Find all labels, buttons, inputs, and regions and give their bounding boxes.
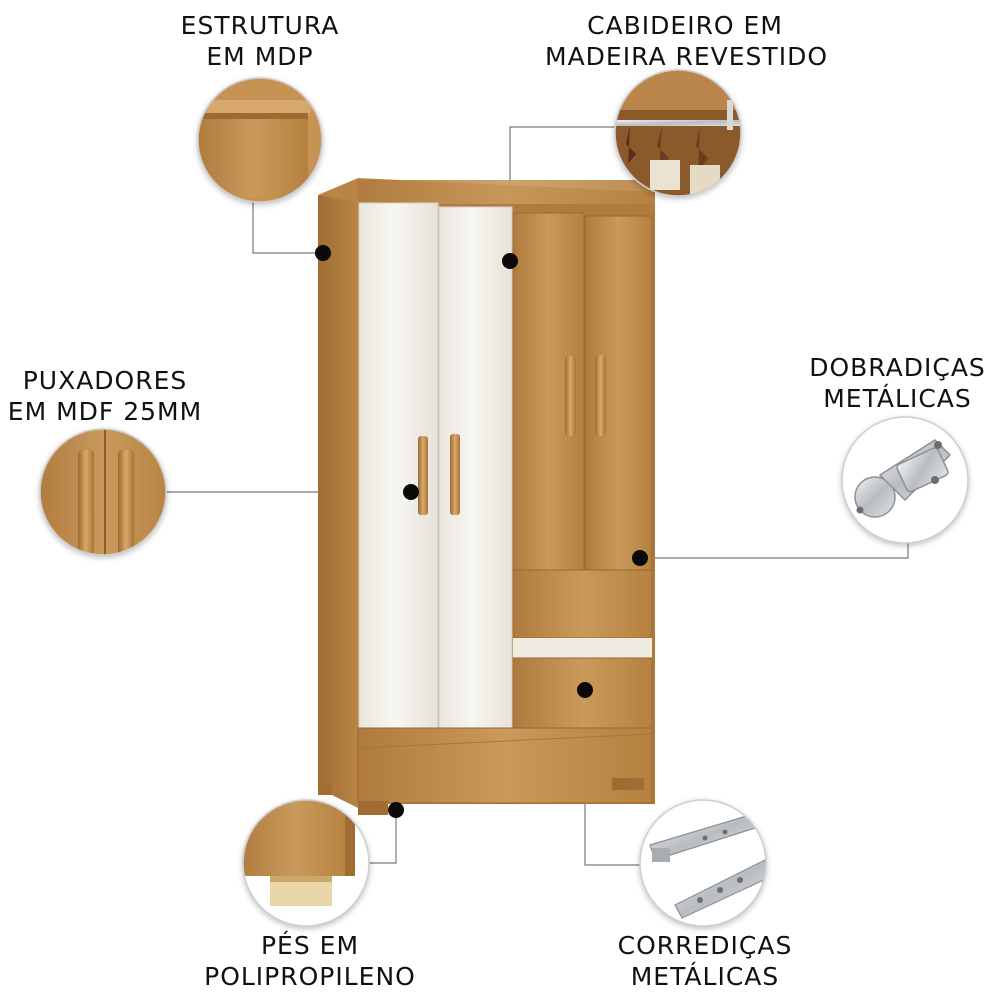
label-corredicas-line2: METÁLICAS (630, 962, 780, 991)
wardrobe-side-panel (318, 182, 358, 808)
wardrobe-foot-right (612, 778, 644, 790)
drawer-upper (512, 569, 653, 639)
dot-puxadores (403, 484, 419, 500)
detail-circle-estrutura (197, 77, 323, 203)
white-door-right (438, 206, 513, 741)
wardrobe-foot-left (358, 801, 388, 815)
wardrobe (318, 178, 655, 815)
callout-line-pes (369, 810, 397, 864)
dot-estrutura (315, 245, 331, 261)
callout-line-dobradicas (640, 542, 909, 559)
handle-white-left (418, 436, 428, 515)
callout-dots (315, 245, 648, 818)
label-puxadores: PUXADORES EM MDF 25MM (5, 365, 205, 427)
detail-circle-corredicas (639, 799, 767, 927)
dot-pes (388, 802, 404, 818)
label-estrutura: ESTRUTURA EM MDP (160, 10, 360, 72)
drawer-gap (513, 638, 652, 660)
label-corredicas-line1: CORREDIÇAS (617, 931, 793, 960)
dot-corredicas (577, 682, 593, 698)
wardrobe-base (357, 727, 653, 804)
detail-circle-puxadores (39, 428, 167, 556)
label-pes-line1: PÉS EM (260, 931, 360, 960)
handle-wood-right (595, 355, 606, 436)
label-corredicas: CORREDIÇAS METÁLICAS (605, 930, 805, 992)
label-dobradicas-line1: DOBRADIÇAS (809, 353, 986, 382)
label-puxadores-line2: EM MDF 25MM (7, 397, 203, 426)
handle-white-right (450, 434, 460, 515)
label-cabideiro-line1: CABIDEIRO EM (587, 11, 783, 40)
label-pes-line2: POLIPROPILENO (204, 962, 416, 991)
label-pes: PÉS EM POLIPROPILENO (200, 930, 420, 992)
label-puxadores-line1: PUXADORES (22, 366, 188, 395)
label-estrutura-line2: EM MDP (206, 42, 314, 71)
detail-circle-pes (242, 799, 370, 927)
detail-circle-cabideiro (614, 69, 742, 197)
label-cabideiro-line2: MADEIRA REVESTIDO (545, 42, 829, 71)
label-cabideiro: CABIDEIRO EM MADEIRA REVESTIDO (545, 10, 829, 72)
label-estrutura-line1: ESTRUTURA (180, 11, 340, 40)
dot-cabideiro (502, 253, 518, 269)
label-dobradicas-line2: METÁLICAS (823, 384, 972, 413)
dot-dobradicas (632, 550, 648, 566)
handle-wood-left (565, 356, 576, 436)
label-dobradicas: DOBRADIÇAS METÁLICAS (805, 352, 990, 414)
callout-line-estrutura (252, 202, 323, 254)
detail-circle-dobradicas (841, 416, 969, 544)
